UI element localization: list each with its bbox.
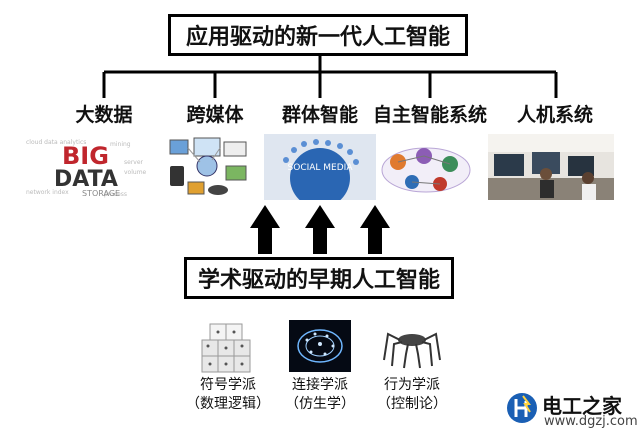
logic-cubes-image	[196, 318, 260, 374]
up-arrow-right	[360, 205, 390, 254]
school-behaviorist-sub: （控制论）	[377, 396, 447, 412]
svg-text:mining: mining	[110, 141, 131, 148]
category-label-human-machine: 人机系统	[516, 104, 593, 126]
school-symbolic-name: 符号学派	[200, 377, 256, 393]
category-label-swarm-intelligence: 群体智能	[281, 104, 358, 126]
neural-brain-image	[289, 320, 351, 372]
cross-media-image	[166, 136, 250, 198]
watermark: 电工之家 www.dgzj.com	[506, 388, 638, 432]
storage-word: STORAGE	[82, 189, 120, 198]
middle-title-box: 学术驱动的早期人工智能	[184, 257, 454, 299]
school-connectionist-name: 连接学派	[292, 377, 348, 393]
data-word: DATA	[54, 167, 118, 192]
top-title: 应用驱动的新一代人工智能	[185, 25, 450, 50]
brand-name: 电工之家	[542, 394, 622, 418]
school-connectionist: 连接学派 （仿生学）	[272, 376, 368, 414]
school-connectionist-sub: （仿生学）	[285, 396, 355, 412]
school-symbolic-sub: （数理逻辑）	[186, 396, 270, 412]
brand-url: www.dgzj.com	[544, 414, 638, 429]
up-arrow-left	[250, 205, 280, 254]
category-label-cross-media: 跨媒体	[186, 104, 244, 126]
up-arrow-center	[305, 205, 335, 254]
social-media-text: SOCIAL MEDIA	[288, 163, 354, 173]
big-word: BIG	[62, 142, 109, 170]
svg-text:process: process	[104, 191, 127, 198]
svg-text:server: server	[124, 159, 144, 166]
top-title-box: 应用驱动的新一代人工智能	[168, 14, 468, 56]
svg-text:cloud data analytics: cloud data analytics	[26, 139, 86, 146]
brand-logo-icon	[507, 393, 537, 423]
hexapod-robot-image	[380, 320, 444, 372]
svg-text:network index: network index	[26, 189, 69, 196]
autonomous-system-image	[376, 134, 476, 200]
human-machine-image	[488, 134, 614, 200]
category-label-big-data: 大数据	[75, 104, 133, 126]
svg-text:volume: volume	[124, 169, 147, 176]
social-media-image: SOCIAL MEDIA	[264, 134, 376, 200]
category-label-autonomous-system: 自主智能系统	[372, 104, 487, 126]
school-behaviorist-name: 行为学派	[384, 377, 440, 393]
middle-title: 学术驱动的早期人工智能	[197, 268, 440, 293]
big-data-image: cloud data analytics mining network index…	[24, 134, 154, 200]
school-symbolic: 符号学派 （数理逻辑）	[180, 376, 276, 414]
school-behaviorist: 行为学派 （控制论）	[364, 376, 460, 414]
